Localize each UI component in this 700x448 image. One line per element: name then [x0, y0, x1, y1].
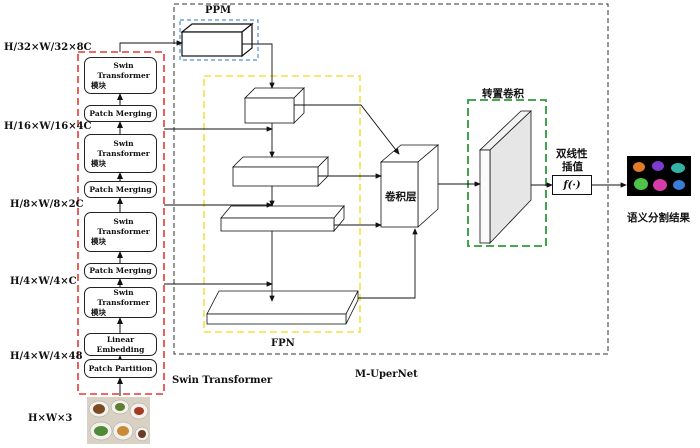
- swin-block-4-title: Swin Transformer: [97, 60, 150, 80]
- patch-partition: Patch Partition: [84, 359, 157, 378]
- ppm-cuboid: [180, 22, 254, 58]
- fpn-cuboid-3: [220, 204, 345, 233]
- swin-block-4-sub: 模块: [91, 80, 106, 90]
- dim-label-4c: H/4×W/4×C: [10, 276, 77, 287]
- fpn-cuboid-4: [206, 290, 359, 325]
- swin-block-2-sub: 模块: [91, 237, 106, 246]
- dim-label-32: H/32×W/32×8C: [4, 42, 92, 53]
- ppm-label: PPM: [205, 5, 232, 16]
- transpose-frame: [467, 99, 547, 247]
- result-label: 语义分割结果: [627, 212, 690, 224]
- swin-block-2: Swin Transformer 模块: [84, 212, 157, 252]
- segmentation-blobs: [633, 161, 685, 191]
- fpn-label: FPN: [271, 338, 295, 349]
- fpn-frame: [203, 75, 361, 333]
- segmentation-result-image: [627, 156, 691, 196]
- fpn-cuboid-1: [244, 87, 305, 124]
- swin-block-3: Swin Transformer 模块: [84, 134, 157, 173]
- uper-section-label: M-UperNet: [355, 369, 418, 380]
- conv-layer-label: 卷积层: [385, 191, 417, 203]
- patch-merging-1: Patch Merging: [84, 263, 157, 279]
- swin-block-2-title: Swin Transformer: [97, 217, 150, 236]
- skip-connections: [119, 40, 273, 287]
- dim-label-16: H/16×W/16×4C: [4, 121, 92, 132]
- linear-embedding: Linear Embedding: [84, 333, 157, 356]
- swin-block-3-sub: 模块: [91, 158, 106, 168]
- dim-label-8: H/8×W/8×2C: [10, 199, 84, 210]
- dim-label-input: H×W×3: [28, 413, 73, 424]
- fpn-arrows: [242, 43, 275, 302]
- dim-label-4-48: H/4×W/4×48: [10, 351, 83, 362]
- swin-section-label: Swin Transformer: [172, 375, 273, 386]
- swin-block-1-sub: 模块: [91, 307, 106, 317]
- conv-inputs: [294, 104, 418, 299]
- transpose-conv-label: 转置卷积: [482, 88, 524, 100]
- input-food-photo: [87, 397, 150, 444]
- transpose-conv-slab: [478, 110, 533, 244]
- bilinear-label-1: 双线性: [556, 148, 588, 160]
- patch-merging-2: Patch Merging: [84, 181, 157, 198]
- conv-layer-cuboid: [379, 144, 440, 228]
- bilinear-label-2: 插值: [562, 161, 583, 173]
- swin-block-1: Swin Transformer 模块: [84, 287, 157, 318]
- swin-block-1-title: Swin Transformer: [97, 287, 150, 307]
- food-dishes: [87, 397, 150, 444]
- swin-frame: [77, 51, 165, 395]
- output-arrows: [438, 181, 627, 188]
- bilinear-function-box: f(·): [552, 175, 592, 195]
- swin-block-3-title: Swin Transformer: [97, 138, 150, 158]
- swin-block-4: Swin Transformer 模块: [84, 57, 157, 94]
- patch-merging-3: Patch Merging: [84, 105, 157, 122]
- ppm-frame: [179, 19, 259, 61]
- fpn-cuboid-2: [232, 156, 329, 187]
- uper-net-frame: [173, 3, 609, 355]
